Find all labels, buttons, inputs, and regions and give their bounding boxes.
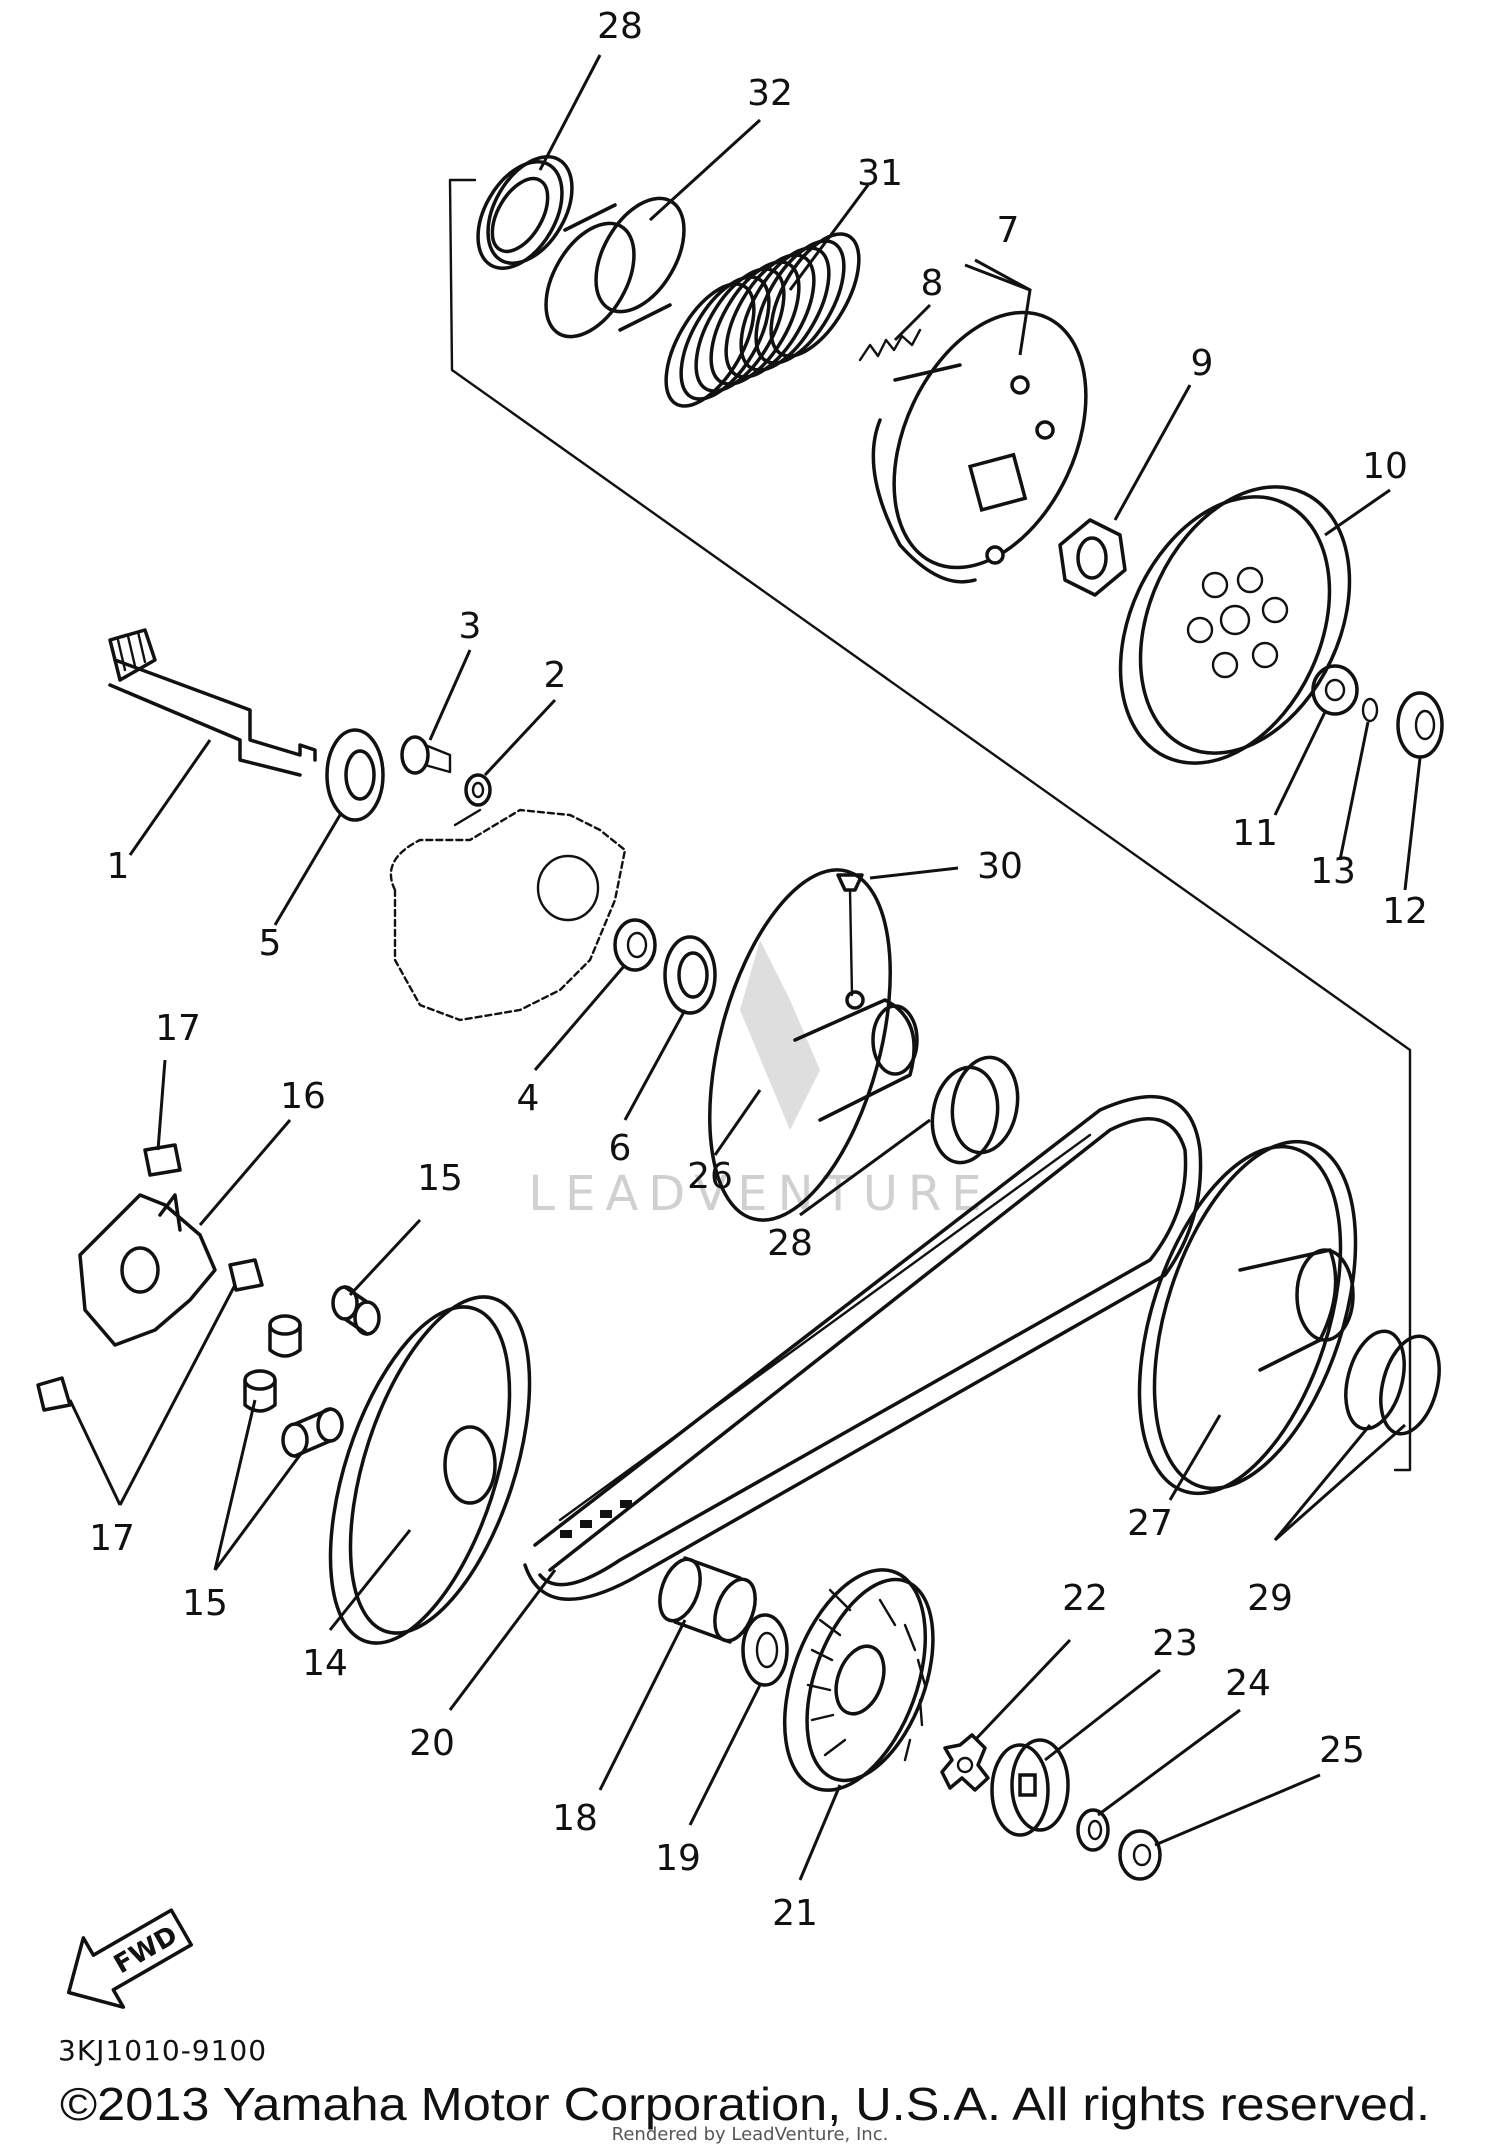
gasket	[389, 808, 627, 1022]
callout-numbers: 28 32 31 7 8 9 10 3 2 1 5 11 13 12 30 4 …	[89, 6, 1428, 1934]
part-16-cam	[78, 1193, 217, 1347]
part-7-clutch-carrier	[871, 310, 1088, 584]
callout-17-top: 17	[155, 1008, 201, 1049]
callout-14: 14	[302, 1643, 348, 1684]
callout-28: 28	[597, 6, 643, 47]
part-28-oil-seal	[476, 155, 574, 270]
part-27-secondary-sheave	[1137, 1139, 1358, 1496]
part-12-bearing	[1396, 691, 1444, 759]
callout-20: 20	[409, 1723, 455, 1764]
callout-9: 9	[1191, 343, 1214, 384]
part-32-collar	[544, 196, 686, 339]
part-21-cooling-fan	[782, 1568, 935, 1792]
watermark: LEADVENTURE	[528, 940, 991, 1222]
part-17-guide-top	[143, 1143, 182, 1177]
part-22-gear	[940, 1733, 990, 1792]
callout-21: 21	[772, 1893, 818, 1934]
part-29-ring-a	[1344, 1329, 1406, 1431]
callout-31: 31	[857, 153, 903, 194]
callout-15-top: 15	[417, 1158, 463, 1199]
callout-3: 3	[459, 606, 482, 647]
copyright-notice: ©2013 Yamaha Motor Corporation, U.S.A. A…	[60, 2078, 1430, 2130]
callout-11: 11	[1232, 813, 1278, 854]
fwd-arrow: FWD	[66, 1908, 194, 2009]
callout-15-bottom: 15	[182, 1583, 228, 1624]
callout-26: 26	[687, 1156, 733, 1197]
diagram-code: 3KJ1010-9100	[58, 2034, 267, 2067]
callout-25: 25	[1319, 1730, 1365, 1771]
part-15-roller-c	[281, 1407, 344, 1458]
callout-16: 16	[280, 1076, 326, 1117]
callout-4: 4	[517, 1078, 540, 1119]
part-15-roller-b	[243, 1369, 277, 1413]
part-25-nut	[1118, 1829, 1162, 1881]
callout-18: 18	[552, 1798, 598, 1839]
callout-1: 1	[107, 846, 130, 887]
callout-5: 5	[259, 923, 282, 964]
callout-12: 12	[1382, 891, 1428, 932]
callout-8: 8	[921, 263, 944, 304]
render-credit: Rendered by LeadVenture, Inc.	[612, 2124, 889, 2145]
part-26-sliding-sheave	[708, 868, 919, 1222]
callout-2: 2	[544, 655, 567, 696]
part-15-roller-a	[268, 1314, 302, 1358]
part-13-circlip	[1361, 697, 1379, 723]
part-2-washer	[464, 773, 492, 807]
part-15-roller-top	[331, 1285, 381, 1336]
part-4-washer	[613, 918, 657, 972]
assembly-bracket	[448, 178, 1412, 1472]
part-30-grease-nipple	[836, 873, 864, 997]
part-6-oil-seal	[663, 935, 717, 1015]
part-1-drive-shaft	[108, 628, 317, 777]
callout-28-lower: 28	[767, 1223, 813, 1264]
callout-23: 23	[1152, 1623, 1198, 1664]
callout-13: 13	[1310, 851, 1356, 892]
part-18-collar	[658, 1556, 757, 1644]
callout-30: 30	[977, 846, 1023, 887]
part-17-guide-right	[228, 1258, 264, 1292]
callout-29: 29	[1247, 1578, 1293, 1619]
part-28-oil-seal-lower	[930, 1055, 1020, 1165]
part-8-small-spring	[858, 328, 922, 362]
callout-10: 10	[1362, 446, 1408, 487]
part-9-nut	[1058, 518, 1127, 597]
part-5-bearing	[325, 728, 385, 822]
callout-22: 22	[1062, 1578, 1108, 1619]
watermark-text: LEADVENTURE	[528, 1166, 991, 1222]
callout-6: 6	[609, 1128, 632, 1169]
part-19-washer	[741, 1613, 789, 1687]
callout-19: 19	[655, 1838, 701, 1879]
part-11-nut	[1311, 664, 1359, 716]
callout-24: 24	[1225, 1663, 1271, 1704]
part-14-primary-sheave	[328, 1295, 532, 1645]
part-3-bolt	[400, 735, 452, 775]
callout-17-bottom: 17	[89, 1518, 135, 1559]
part-24-washer	[1076, 1808, 1110, 1852]
part-23-one-way-clutch	[990, 1738, 1070, 1837]
callout-32: 32	[747, 73, 793, 114]
callout-7: 7	[997, 210, 1020, 251]
part-17-guide-left	[36, 1376, 72, 1412]
callout-27: 27	[1127, 1503, 1173, 1544]
part-10-clutch-housing	[1118, 485, 1352, 765]
callout-leaders	[68, 54, 1422, 1881]
